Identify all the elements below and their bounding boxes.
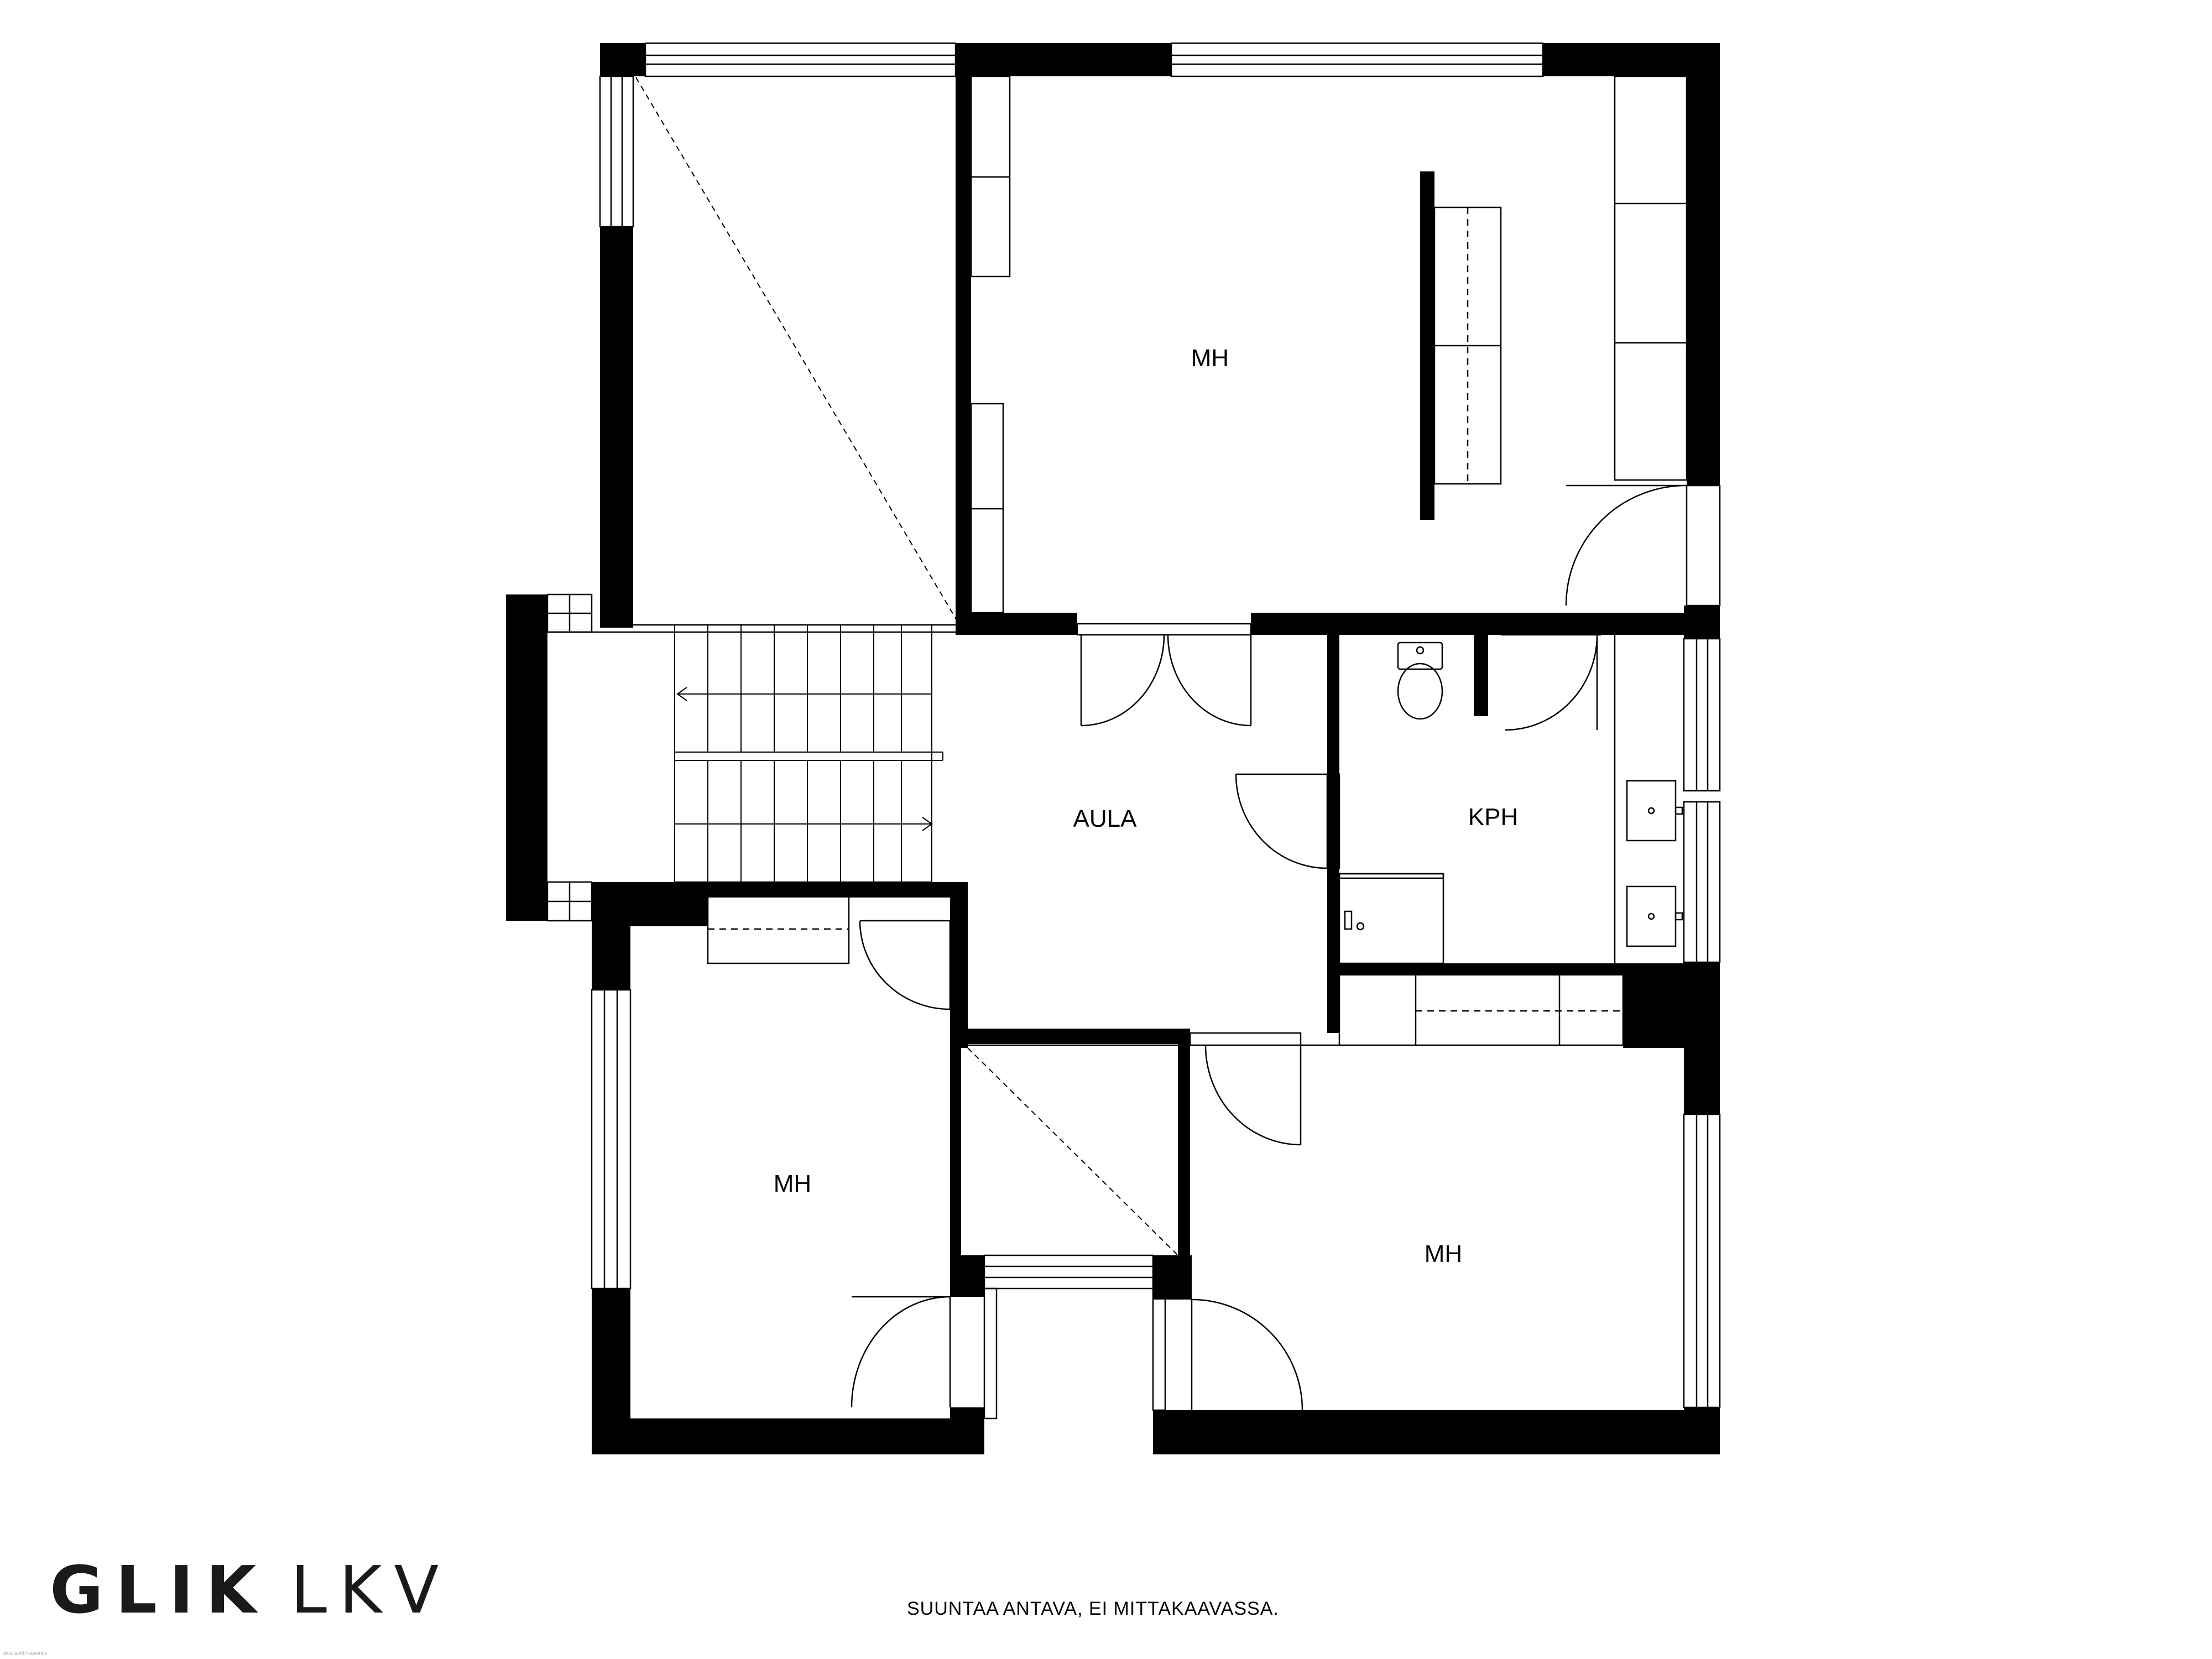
wall-segment: [961, 1029, 1188, 1044]
room-label-bedroom-left: MH: [774, 1170, 811, 1197]
toilet-tank: [1397, 641, 1443, 670]
balcony-door-swing: [1191, 1298, 1303, 1411]
window: [1683, 1113, 1721, 1408]
window: [1152, 1287, 1166, 1411]
bed: [1433, 206, 1502, 485]
shower-head: [1356, 922, 1365, 931]
brand-suffix: LKV: [290, 1552, 451, 1628]
wall-segment: [956, 613, 1077, 635]
balcony-door-swing: [851, 1296, 951, 1408]
disclaimer-text: SUUNTAA ANTAVA, EI MITTAKAAVASSA.: [907, 1598, 1279, 1619]
stair-arrow: [922, 817, 933, 831]
stair-arrow: [676, 687, 687, 701]
wall-segment: [1474, 628, 1488, 716]
wall-segment: [600, 227, 633, 628]
room-labels: MH AULA KPH MH MH: [774, 345, 1518, 1267]
void-diagonal: [967, 1047, 1178, 1256]
brand-name: GLIK: [50, 1552, 269, 1628]
wall-segment: [506, 594, 547, 921]
window: [983, 1254, 1154, 1290]
window: [983, 1287, 998, 1420]
washbasin: [1626, 885, 1677, 947]
closet-door-swing: [1080, 634, 1165, 727]
washbasin-drain: [1647, 807, 1655, 815]
wall-segment: [1684, 606, 1720, 639]
room-label-bathroom: KPH: [1468, 804, 1518, 831]
door-swing: [859, 920, 951, 1010]
wall-segment: [600, 43, 645, 76]
shower-tap: [1344, 910, 1353, 930]
image-credit: elcallasht / rassmus: [3, 1650, 48, 1656]
shower-screen: [1338, 873, 1444, 879]
window: [1683, 801, 1721, 963]
open-void-markers: [635, 77, 1178, 1256]
wall-segment: [1339, 963, 1688, 975]
wall-segment: [592, 1418, 984, 1454]
window: [1170, 42, 1544, 77]
window: [644, 42, 957, 77]
wall-segment: [1153, 1255, 1192, 1300]
room-label-hall: AULA: [1073, 805, 1138, 832]
window: [599, 75, 634, 228]
door-swings: [851, 484, 1687, 1411]
room-label-master-bedroom: MH: [1191, 345, 1229, 372]
door-frame: [1501, 623, 1601, 636]
stairs: [674, 624, 943, 883]
washbasin-tap: [1674, 912, 1683, 921]
wardrobe: [1614, 75, 1688, 481]
door-swing: [1235, 773, 1328, 869]
staircase: [674, 624, 932, 883]
wall-segment: [592, 882, 968, 898]
void-diagonal: [635, 77, 960, 625]
bathroom-fixtures: [1338, 641, 1683, 964]
door-frame: [1326, 773, 1340, 869]
brand-logo: GLIK LKV: [50, 1548, 451, 1631]
door-swing: [1565, 484, 1687, 606]
wall-segment: [1684, 962, 1720, 1114]
wall-segment: [1178, 1029, 1190, 1266]
door-swing: [1204, 1045, 1302, 1146]
toilet-button: [1416, 646, 1425, 655]
wall-segment: [592, 882, 630, 990]
washbasin-tap: [1674, 806, 1683, 815]
washbasin-drain: [1647, 912, 1655, 920]
wardrobes: [707, 75, 1688, 964]
washbasin: [1626, 780, 1677, 842]
window: [591, 989, 632, 1290]
window: [1686, 484, 1721, 607]
window: [1683, 638, 1721, 792]
wall-segment: [1687, 43, 1720, 486]
wall-segment: [950, 882, 968, 1048]
window-frames: [546, 42, 1721, 1420]
wall-segment: [630, 896, 708, 926]
wall-segment: [1327, 635, 1339, 1033]
wall-segment: [950, 1407, 984, 1454]
wall-segment: [956, 43, 971, 632]
wall-segment: [1623, 973, 1688, 1048]
wall-segment: [950, 1255, 984, 1297]
inner-lines: [547, 623, 1684, 1046]
wall-segment: [1420, 171, 1434, 520]
closet-door-swing: [1167, 634, 1252, 727]
wall-segment: [1153, 1410, 1720, 1454]
shower: [1338, 873, 1444, 964]
closet-door-frame: [1076, 623, 1252, 636]
walls: [506, 43, 1720, 1454]
door-frame: [1189, 1032, 1302, 1046]
wall-segment: [956, 43, 1171, 76]
toilet-bowl: [1397, 662, 1443, 720]
wall-segment: [1684, 1407, 1720, 1454]
wall-segment: [1251, 613, 1688, 635]
room-label-bedroom-right: MH: [1425, 1240, 1462, 1267]
wall-segment: [950, 1042, 961, 1261]
door-frame: [949, 920, 963, 1010]
door-swing: [1505, 634, 1598, 731]
